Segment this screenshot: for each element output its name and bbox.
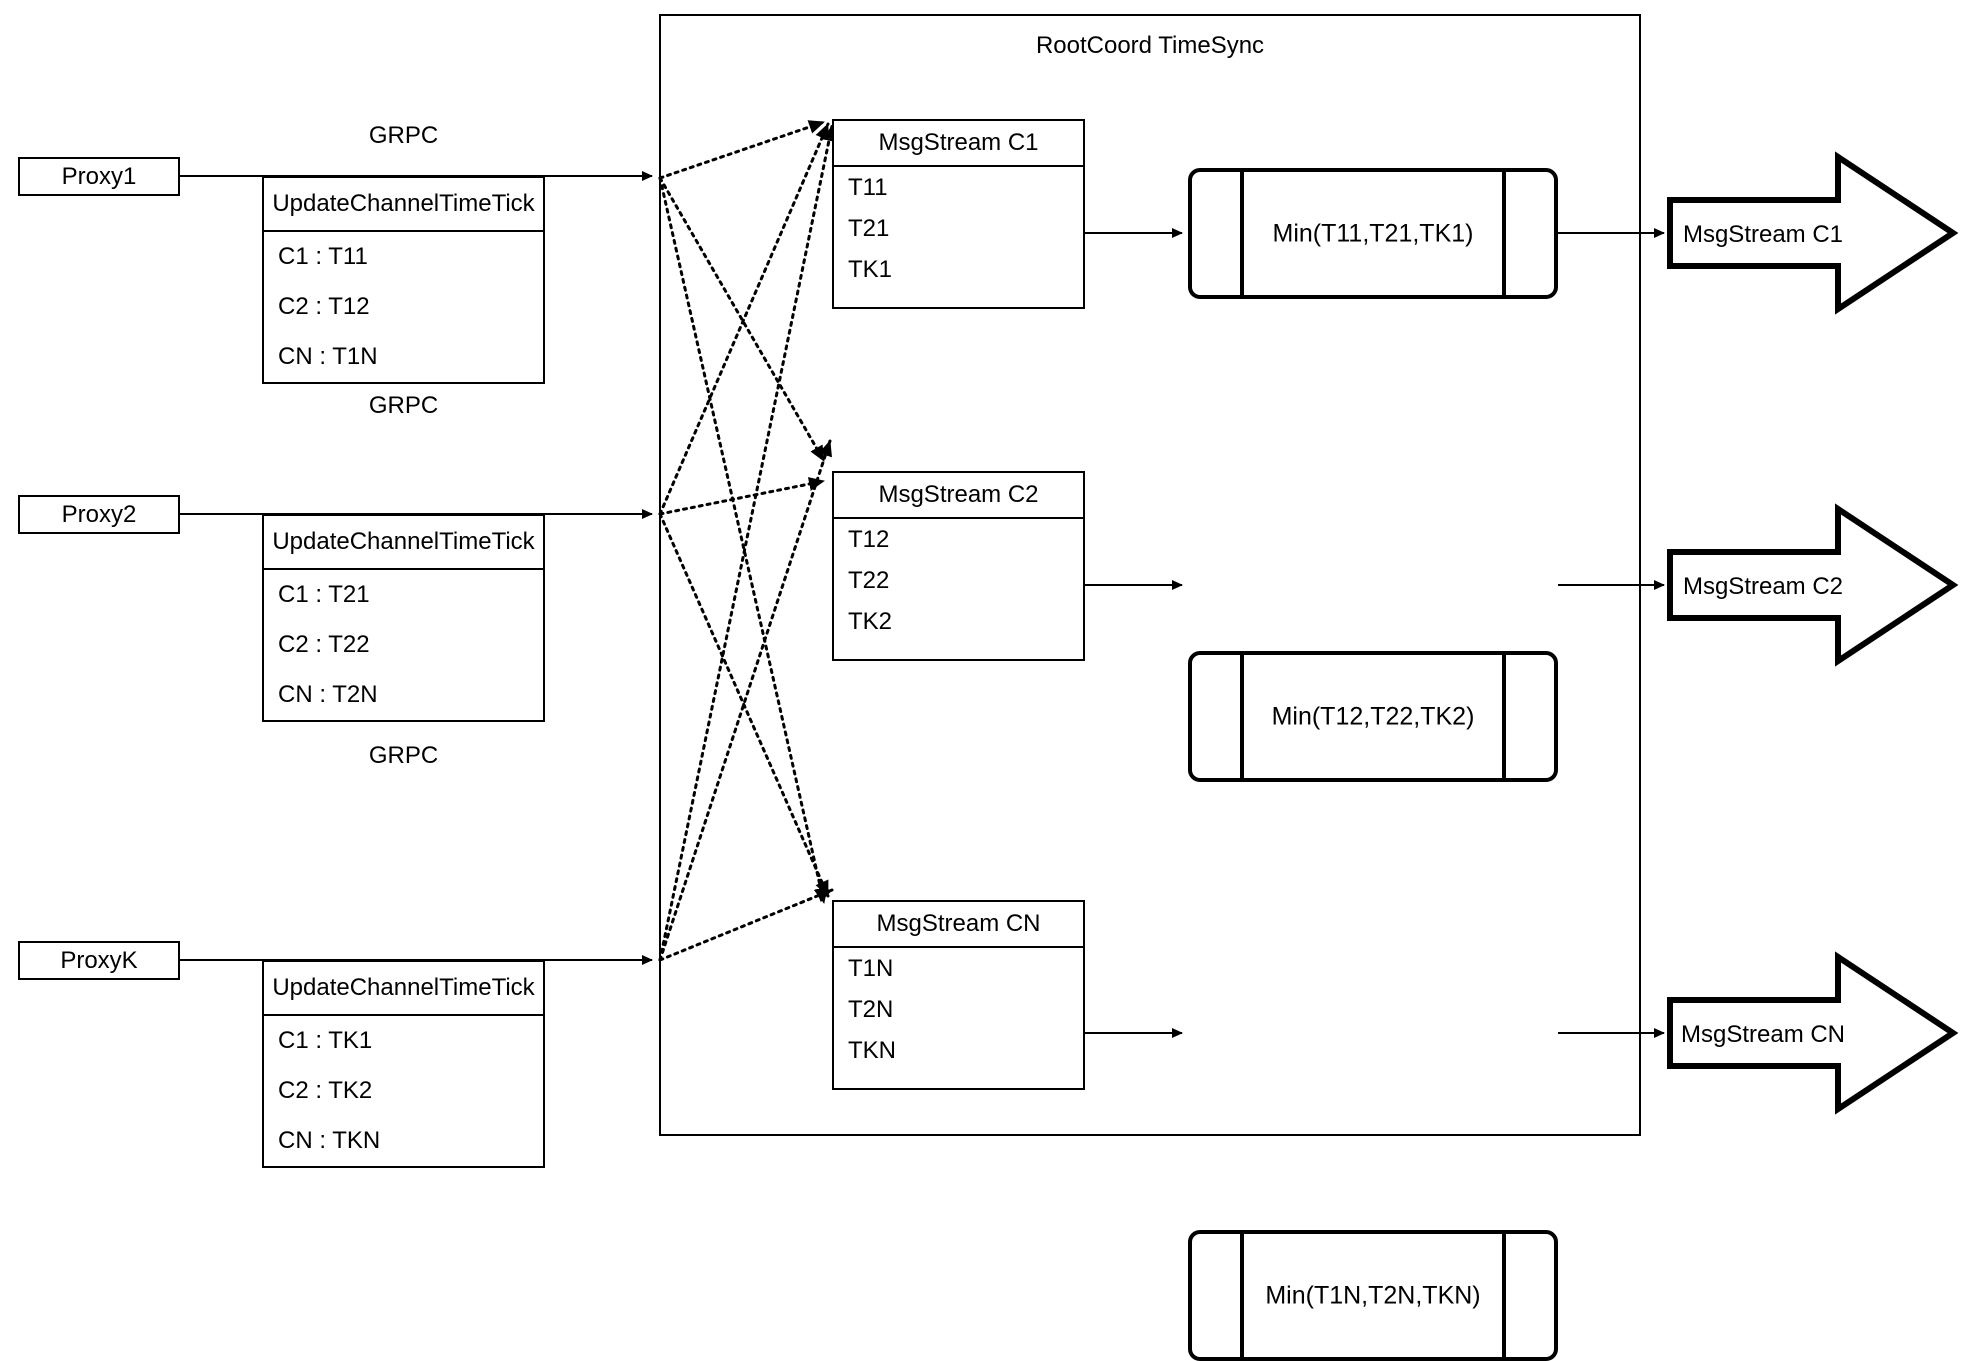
proxy-box-1[interactable]: Proxy1 [18, 157, 180, 196]
grpc-label-2: GRPC [368, 392, 439, 419]
process-divider-left [1240, 655, 1244, 778]
uct-row: CN : T1N [278, 343, 378, 370]
grpc-label-1: GRPC [368, 122, 439, 149]
stream-to-min-arrows [1085, 228, 1183, 1038]
min-to-output-arrows [1558, 228, 1665, 1038]
msgstream-row: TK2 [848, 607, 893, 635]
msgstream-row: T11 [848, 173, 888, 201]
proxy-link-lines [180, 175, 262, 961]
output-arrow-label-1: MsgStream C1 [1682, 221, 1844, 248]
grpc-arrows [545, 171, 653, 965]
proxy-label: Proxy1 [61, 162, 137, 190]
output-block-arrow-3 [1667, 951, 1959, 1115]
msgstream-table-2: MsgStream C2 T12 T22 TK2 [832, 471, 1085, 661]
uct-row: CN : TKN [278, 1127, 381, 1154]
msgstream-title-3: MsgStream CN [834, 902, 1083, 948]
rootcoord-timesync-title: RootCoord TimeSync [1035, 32, 1265, 59]
uct-row: C2 : T12 [278, 293, 370, 320]
proxy-label: Proxy2 [61, 500, 137, 528]
timetick-fanout-edges [658, 120, 836, 962]
output-block-arrow-1 [1667, 151, 1959, 315]
min-process-box-3: Min(T1N,T2N,TKN) [1188, 1230, 1558, 1361]
uct-row: C2 : TK2 [278, 1077, 373, 1104]
uct-title-3: UpdateChannelTimeTick [264, 962, 543, 1016]
uct-title-2: UpdateChannelTimeTick [264, 516, 543, 570]
msgstream-title-1: MsgStream C1 [834, 121, 1083, 167]
uct-title-1: UpdateChannelTimeTick [264, 178, 543, 232]
update-channel-timetick-table-2: UpdateChannelTimeTick C1 : T21 C2 : T22 … [262, 514, 545, 722]
msgstream-row: T22 [848, 566, 890, 594]
connector-layer [180, 120, 1959, 1115]
uct-rows-3: C1 : TK1 C2 : TK2 CN : TKN [264, 1016, 543, 1166]
msgstream-row: T1N [848, 954, 894, 982]
msgstream-row: T2N [848, 995, 894, 1023]
update-channel-timetick-table-1: UpdateChannelTimeTick C1 : T11 C2 : T12 … [262, 176, 545, 384]
uct-row: C1 : TK1 [278, 1027, 373, 1054]
msgstream-row: TK1 [848, 255, 893, 283]
min-label-2: Min(T12,T22,TK2) [1271, 702, 1475, 730]
min-label-1: Min(T11,T21,TK1) [1272, 219, 1474, 247]
uct-row: C1 : T21 [278, 581, 370, 608]
process-divider-left [1240, 172, 1244, 295]
diagram-canvas: RootCoord TimeSync Proxy1 GRPC UpdateCha… [18, 14, 1959, 1361]
output-block-arrow-2 [1667, 503, 1959, 667]
uct-row: C1 : T11 [278, 243, 368, 270]
uct-row: CN : T2N [278, 681, 378, 708]
msgstream-table-1: MsgStream C1 T11 T21 TK1 [832, 119, 1085, 309]
msgstream-title-2: MsgStream C2 [834, 473, 1083, 519]
output-arrow-label-2: MsgStream C2 [1682, 573, 1844, 600]
min-label-3: Min(T1N,T2N,TKN) [1265, 1281, 1481, 1309]
proxy-label: ProxyK [60, 946, 138, 974]
proxy-box-2[interactable]: Proxy2 [18, 495, 180, 534]
output-block-arrows [1667, 151, 1959, 1115]
msgstream-table-3: MsgStream CN T1N T2N TKN [832, 900, 1085, 1090]
uct-row: C2 : T22 [278, 631, 370, 658]
output-arrow-label-3: MsgStream CN [1680, 1021, 1846, 1048]
update-channel-timetick-table-3: UpdateChannelTimeTick C1 : TK1 C2 : TK2 … [262, 960, 545, 1168]
grpc-label-3: GRPC [368, 742, 439, 769]
proxy-box-3[interactable]: ProxyK [18, 941, 180, 980]
uct-rows-2: C1 : T21 C2 : T22 CN : T2N [264, 570, 543, 720]
msgstream-row: T21 [848, 214, 890, 242]
rootcoord-timesync-container [659, 14, 1641, 1136]
msgstream-row: T12 [848, 525, 890, 553]
process-divider-right [1502, 172, 1506, 295]
min-process-box-1: Min(T11,T21,TK1) [1188, 168, 1558, 299]
process-divider-right [1502, 655, 1506, 778]
rootcoord-timesync-title-wrap: RootCoord TimeSync [659, 14, 1641, 74]
min-process-box-2: Min(T12,T22,TK2) [1188, 651, 1558, 782]
msgstream-row: TKN [848, 1036, 896, 1064]
uct-rows-1: C1 : T11 C2 : T12 CN : T1N [264, 232, 543, 382]
